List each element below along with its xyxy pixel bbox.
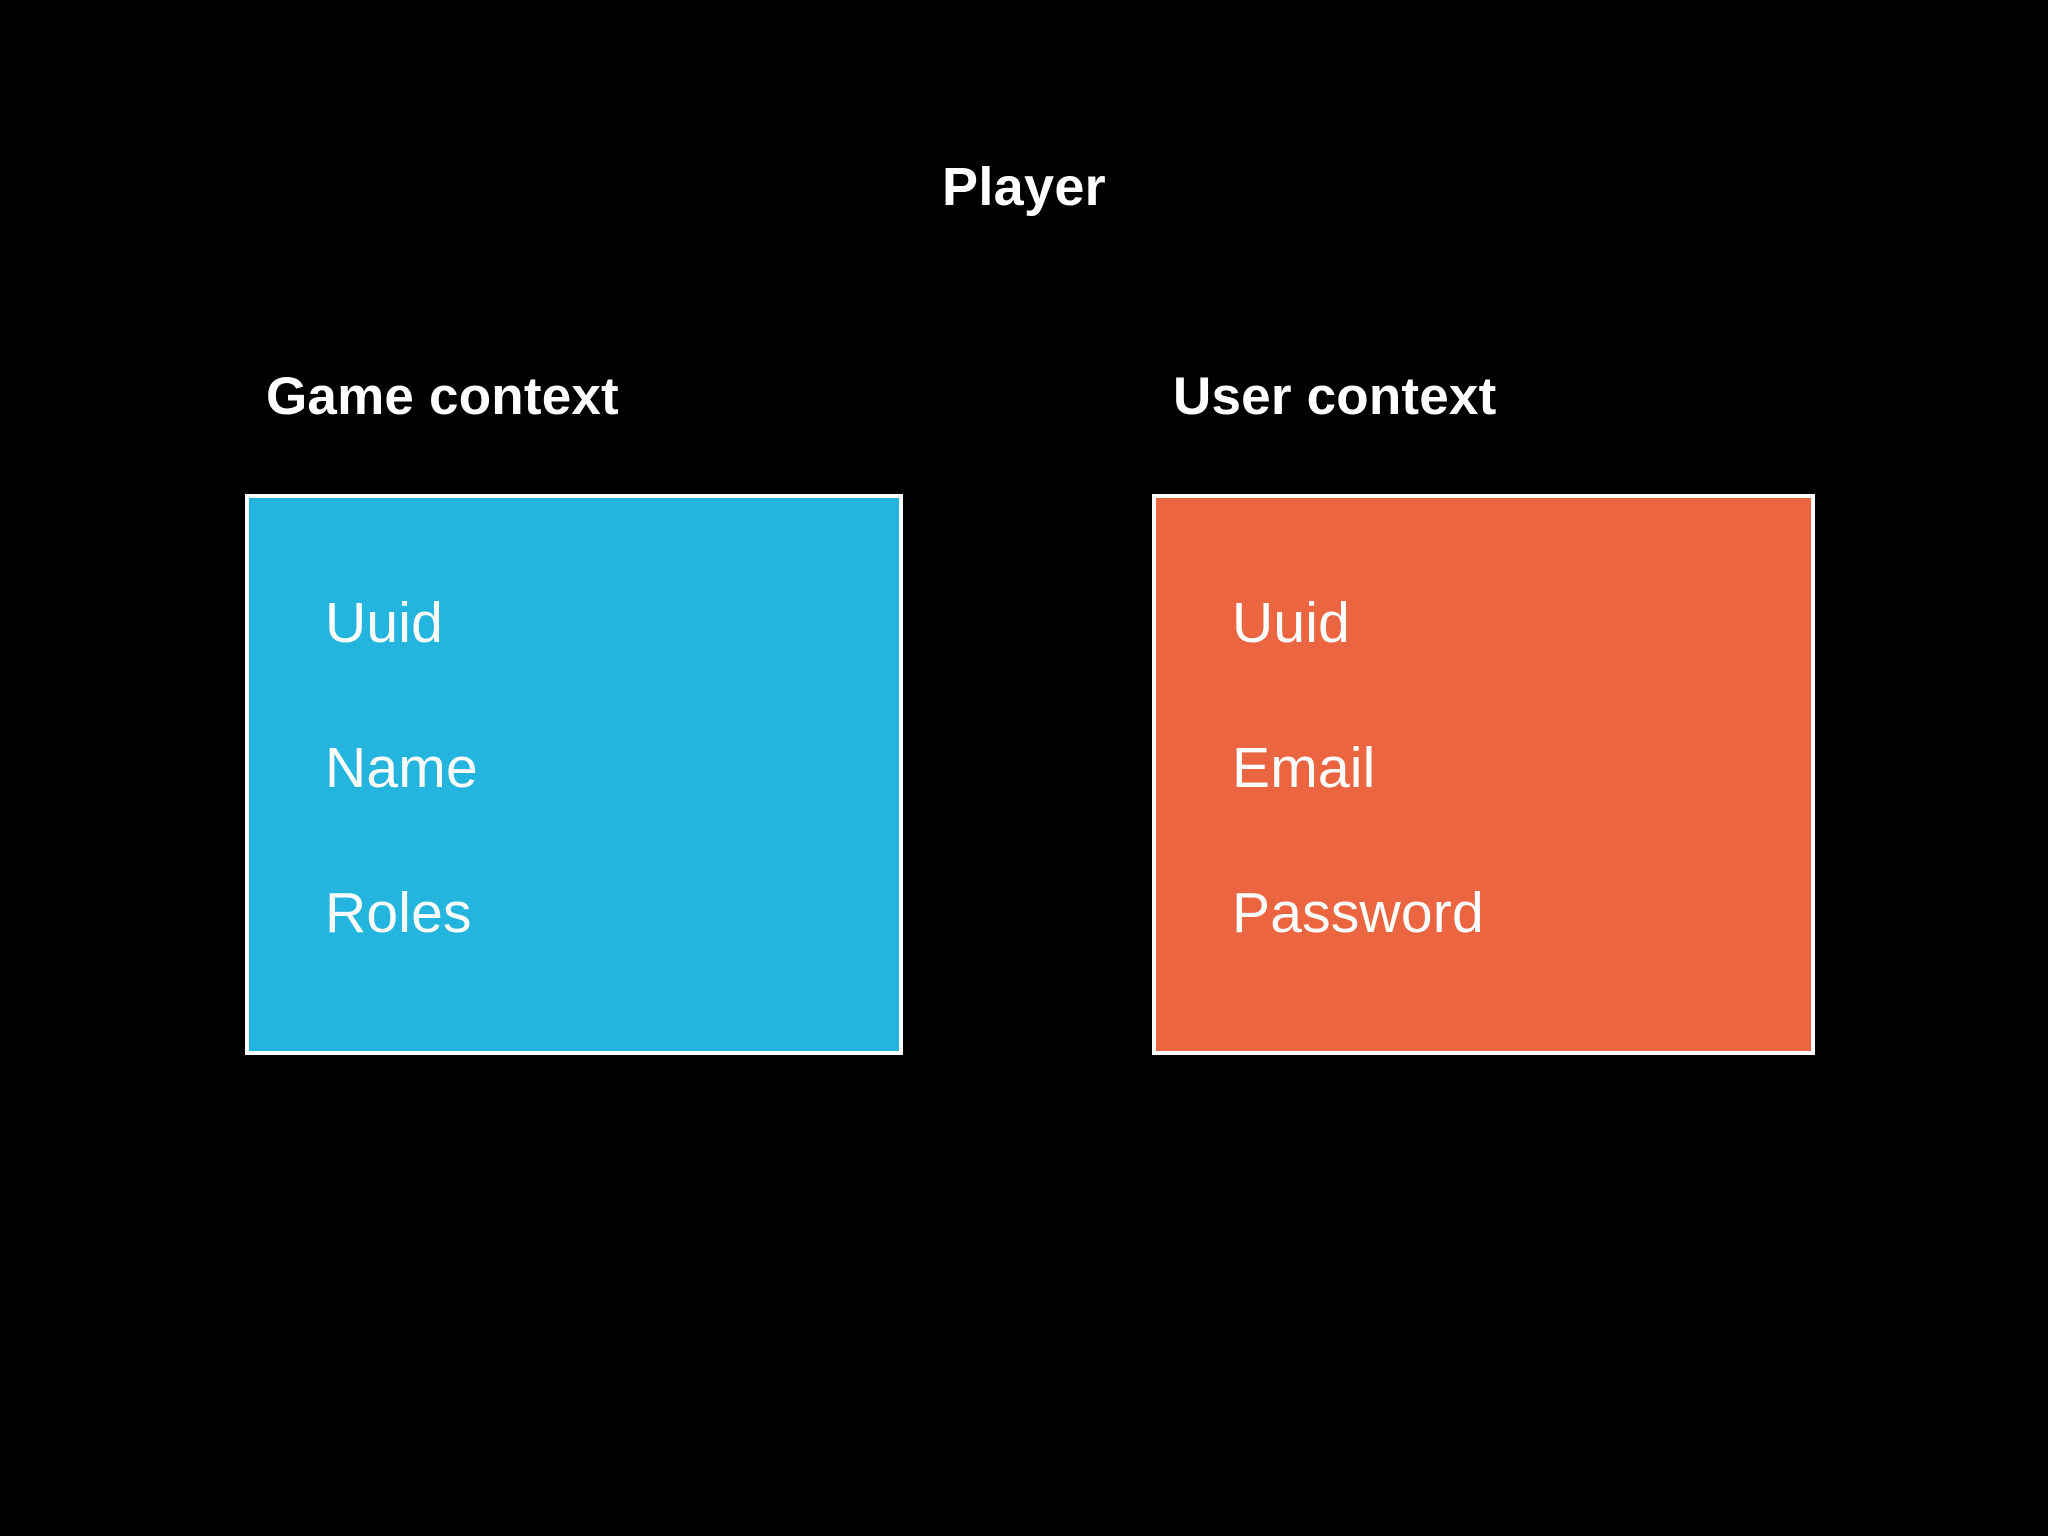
game-context-field-roles: Roles — [325, 881, 472, 945]
user-context-field-uuid: Uuid — [1232, 591, 1351, 655]
user-context-box: Uuid Email Password — [1152, 494, 1815, 1055]
game-context-box: Uuid Name Roles — [245, 494, 903, 1055]
game-context-field-name: Name — [325, 736, 478, 800]
user-context-heading: User context — [1173, 367, 1497, 426]
user-context-field-email: Email — [1232, 736, 1376, 800]
game-context-heading: Game context — [266, 367, 619, 426]
user-context-field-password: Password — [1232, 881, 1484, 945]
page-title: Player — [942, 157, 1106, 217]
game-context-field-list: Uuid Name Roles — [325, 588, 899, 948]
user-context-field-list: Uuid Email Password — [1232, 588, 1811, 948]
game-context-field-uuid: Uuid — [325, 591, 444, 655]
